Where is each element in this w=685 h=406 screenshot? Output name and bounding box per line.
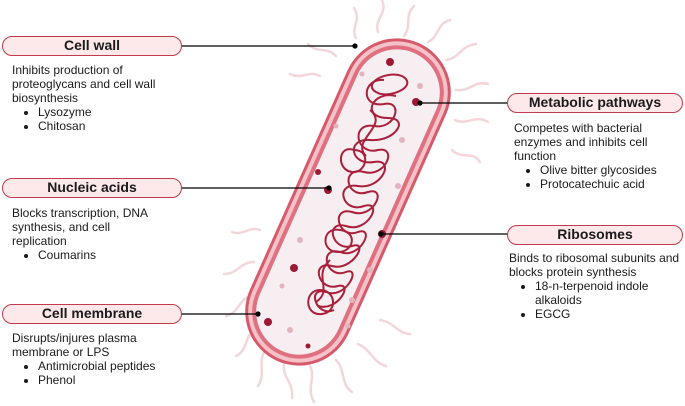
cell-wall-label: Cell wall [2,36,182,56]
list-item: Phenol [38,373,182,387]
nucleic-acids-label: Nucleic acids [2,178,182,198]
list-item: 18-n-terpenoid indole alkaloids [535,279,685,307]
list-item: Chitosan [38,119,182,133]
metabolic-pathways-description-block: Competes with bacterial enzymes and inhi… [514,121,682,191]
ribosomes-description: Binds to ribosomal subunits and blocks p… [509,251,680,279]
list-item: Lysozyme [38,105,182,119]
cell-membrane-description-block: Disrupts/injures plasma membrane or LPS … [12,331,182,387]
cell-wall-examples: Lysozyme Chitosan [12,105,182,133]
metabolic-pathways-description: Competes with bacterial enzymes and inhi… [514,121,648,163]
list-item: Antimicrobial peptides [38,359,182,373]
bacterium-body [245,38,451,366]
metabolic-pathways-examples: Olive bitter glycosides Protocatechuic a… [514,163,682,191]
nucleic-acids-description-block: Blocks transcription, DNA synthesis, and… [12,206,168,262]
flagella [222,0,490,404]
ribosomes-label: Ribosomes [507,225,683,245]
list-item: Protocatechuic acid [540,177,682,191]
cell-wall-description-block: Inhibits production of proteoglycans and… [12,63,182,133]
leader-lines [181,43,510,317]
cell-membrane-examples: Antimicrobial peptides Phenol [12,359,182,387]
nucleic-acids-description: Blocks transcription, DNA synthesis, and… [12,206,148,248]
dna-coil [307,73,409,316]
cell-wall-description: Inhibits production of proteoglycans and… [12,63,156,105]
list-item: EGCG [535,307,685,321]
cell-membrane-description: Disrupts/injures plasma membrane or LPS [12,331,137,359]
ribosomes-examples: 18-n-terpenoid indole alkaloids EGCG [509,279,685,321]
list-item: Olive bitter glycosides [540,163,682,177]
metabolic-pathways-label: Metabolic pathways [507,93,683,113]
ribosomes-description-block: Binds to ribosomal subunits and blocks p… [509,251,685,321]
nucleic-acids-examples: Coumarins [12,248,168,262]
cytoplasm-granules [264,58,423,349]
list-item: Coumarins [38,248,168,262]
cell-membrane-label: Cell membrane [2,304,182,324]
